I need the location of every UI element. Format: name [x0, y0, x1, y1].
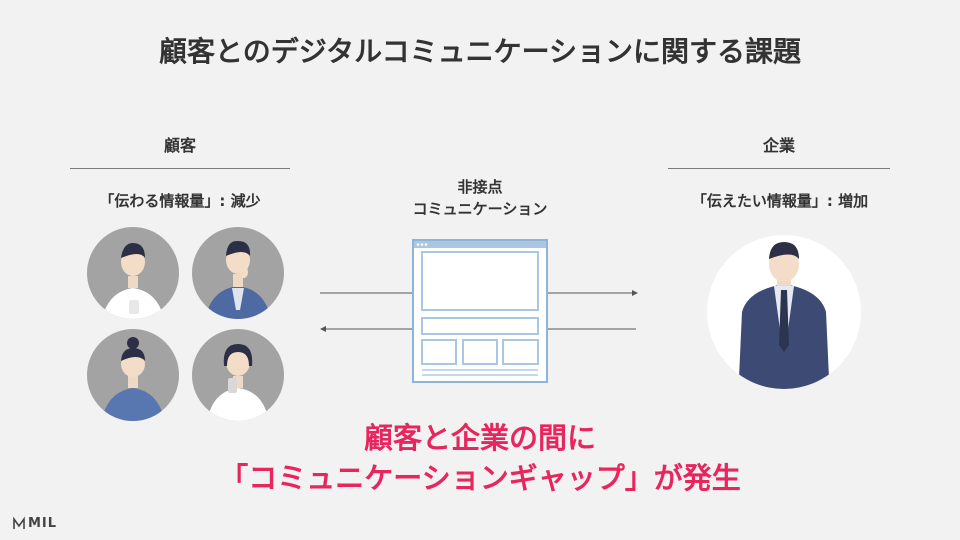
customer-avatar-3 [87, 329, 179, 421]
company-heading: 企業 [762, 136, 795, 155]
arrow-to-company [320, 290, 638, 296]
arrow-to-customer [320, 326, 636, 332]
gap-message-line1: 顧客と企業の間に [363, 421, 596, 455]
customer-avatar-4 [192, 329, 284, 421]
customer-avatar-1 [87, 227, 179, 319]
center-label-line2: コミュニケーション [412, 200, 548, 218]
web-window-icon [412, 239, 548, 383]
company-divider [668, 168, 890, 169]
logo-mark-icon [13, 516, 25, 529]
customer-heading: 顧客 [163, 136, 196, 155]
company-avatar [707, 235, 861, 389]
company-logo-text: MIL [28, 516, 58, 531]
center-label-line1: 非接点 [457, 178, 503, 196]
company-subtitle: 「伝えたい情報量」: 増加 [691, 192, 869, 210]
page-title: 顧客とのデジタルコミュニケーションに関する課題 [158, 35, 802, 68]
center-label: 非接点 コミュニケーション [380, 176, 580, 220]
customer-avatar-2 [192, 227, 284, 319]
customer-divider [70, 168, 290, 169]
customer-subtitle: 「伝わる情報量」: 減少 [99, 192, 261, 210]
gap-message-line2: 「コミュニケーションギャップ」が発生 [219, 461, 741, 495]
